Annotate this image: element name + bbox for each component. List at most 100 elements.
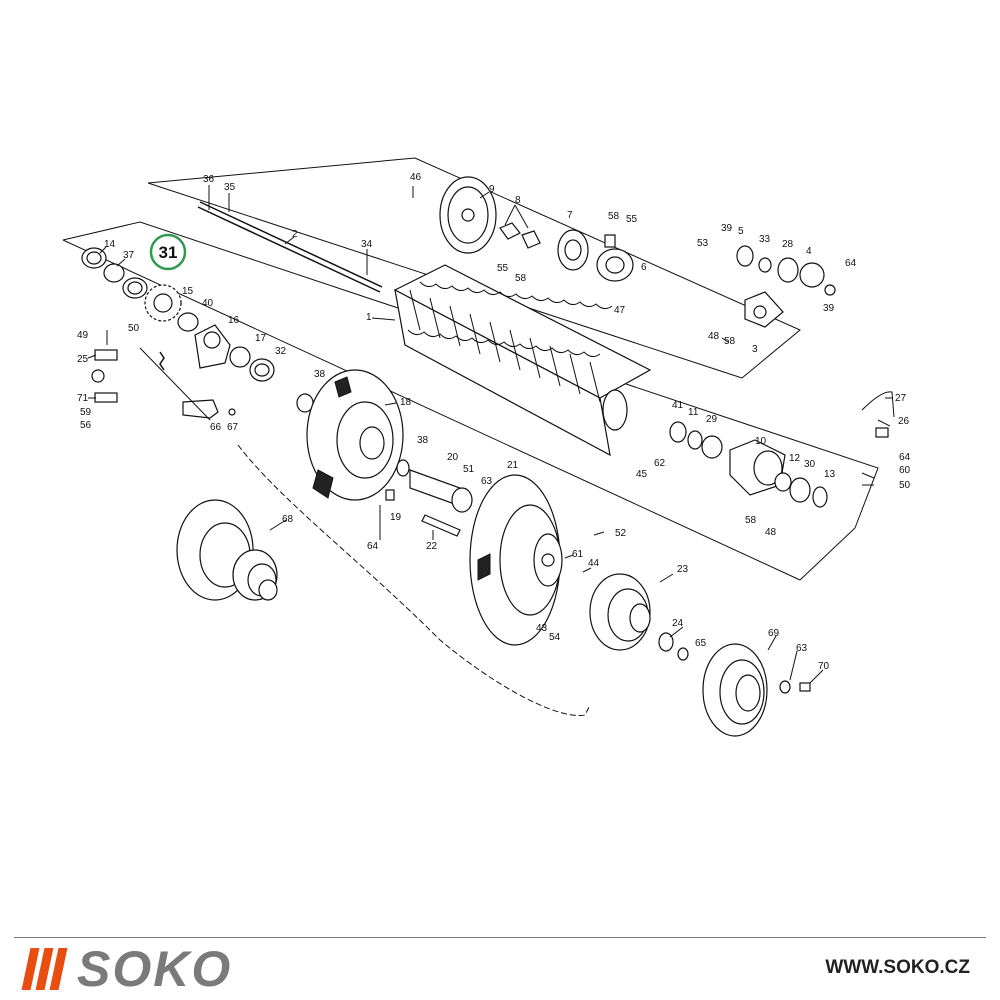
label-part-58d[interactable]: 58 (745, 515, 757, 526)
clutch-disc-21[interactable] (469, 474, 563, 646)
label-part-58b[interactable]: 58 (515, 273, 527, 284)
brand-name: SOKO (77, 941, 233, 997)
label-part-33[interactable]: 33 (759, 234, 771, 245)
label-part-15[interactable]: 15 (182, 286, 194, 297)
label-part-8[interactable]: 8 (515, 195, 521, 206)
label-part-45[interactable]: 45 (636, 469, 648, 480)
label-part-67[interactable]: 67 (227, 422, 239, 433)
shaft-20[interactable] (385, 469, 473, 537)
label-part-39b[interactable]: 39 (823, 303, 835, 314)
label-part-25[interactable]: 25 (77, 354, 89, 365)
pulley-68[interactable] (176, 499, 278, 601)
right-bearing-group-top[interactable] (736, 245, 836, 328)
label-part-64c[interactable]: 64 (899, 452, 911, 463)
label-part-12[interactable]: 12 (789, 453, 801, 464)
label-part-59[interactable]: 59 (80, 407, 92, 418)
rotor-drum[interactable] (393, 264, 652, 457)
label-part-48a[interactable]: 48 (708, 331, 720, 342)
label-part-3[interactable]: 3 (752, 344, 758, 355)
label-part-64a[interactable]: 64 (367, 541, 379, 552)
pulley-9[interactable] (439, 176, 497, 254)
gear-7[interactable] (557, 229, 589, 271)
label-part-19[interactable]: 19 (390, 512, 402, 523)
label-part-30[interactable]: 30 (804, 459, 816, 470)
label-part-52[interactable]: 52 (615, 528, 627, 539)
label-part-5[interactable]: 5 (738, 226, 744, 237)
label-part-11[interactable]: 11 (688, 407, 699, 418)
label-part-69[interactable]: 69 (768, 628, 780, 639)
label-part-13[interactable]: 13 (824, 469, 836, 480)
label-part-58c[interactable]: 58 (724, 336, 736, 347)
label-part-71[interactable]: 71 (77, 393, 89, 404)
label-part-20[interactable]: 20 (447, 452, 459, 463)
part-labels: 14 37 15 40 16 17 32 38 36 35 2 34 1 50 … (77, 172, 911, 672)
bracket-8[interactable] (499, 222, 541, 249)
label-part-36[interactable]: 36 (203, 174, 215, 185)
label-part-50b[interactable]: 50 (899, 480, 911, 491)
label-part-50a[interactable]: 50 (128, 323, 140, 334)
label-part-55a[interactable]: 55 (626, 214, 638, 225)
left-bearing-group[interactable] (81, 247, 314, 413)
label-part-38b[interactable]: 38 (417, 435, 429, 446)
label-part-61[interactable]: 61 (572, 549, 584, 560)
main-shaft[interactable] (197, 201, 383, 293)
label-part-65[interactable]: 65 (695, 638, 707, 649)
label-part-56[interactable]: 56 (80, 420, 92, 431)
label-part-2[interactable]: 2 (292, 229, 298, 240)
label-part-14[interactable]: 14 (104, 239, 116, 250)
label-part-64b[interactable]: 64 (845, 258, 857, 269)
label-part-18[interactable]: 18 (400, 397, 412, 408)
label-part-21[interactable]: 21 (507, 460, 519, 471)
pulley-69[interactable] (702, 643, 811, 737)
hub-6[interactable] (596, 234, 634, 282)
label-part-38a[interactable]: 38 (314, 369, 326, 380)
label-part-70[interactable]: 70 (818, 661, 830, 672)
fan-pulley-18[interactable] (306, 369, 410, 501)
label-part-63a[interactable]: 63 (481, 476, 493, 487)
label-part-68[interactable]: 68 (282, 514, 294, 525)
part-31-highlight[interactable]: 31 (149, 233, 187, 271)
label-part-60[interactable]: 60 (899, 465, 911, 476)
label-part-32[interactable]: 32 (275, 346, 287, 357)
label-part-27[interactable]: 27 (895, 393, 907, 404)
pulley-23[interactable] (589, 573, 689, 661)
label-part-23[interactable]: 23 (677, 564, 689, 575)
label-part-62[interactable]: 62 (654, 458, 666, 469)
label-part-1[interactable]: 1 (366, 312, 372, 323)
right-bearing-group[interactable] (669, 391, 895, 508)
label-part-58a[interactable]: 58 (608, 211, 620, 222)
label-part-29[interactable]: 29 (706, 414, 718, 425)
label-part-35[interactable]: 35 (224, 182, 236, 193)
label-part-41[interactable]: 41 (672, 400, 684, 411)
left-fasteners[interactable] (91, 330, 236, 421)
label-part-37[interactable]: 37 (123, 250, 135, 261)
label-part-28[interactable]: 28 (782, 239, 794, 250)
footer-divider (14, 937, 986, 938)
label-part-16[interactable]: 16 (228, 315, 240, 326)
label-part-49[interactable]: 49 (77, 330, 89, 341)
label-part-44[interactable]: 44 (588, 558, 600, 569)
label-part-39a[interactable]: 39 (721, 223, 733, 234)
label-part-17[interactable]: 17 (255, 333, 267, 344)
label-part-43[interactable]: 43 (536, 623, 548, 634)
label-part-54[interactable]: 54 (549, 632, 561, 643)
label-part-22[interactable]: 22 (426, 541, 438, 552)
label-part-24[interactable]: 24 (672, 618, 684, 629)
label-part-26[interactable]: 26 (898, 416, 910, 427)
label-part-34[interactable]: 34 (361, 239, 373, 250)
label-part-46[interactable]: 46 (410, 172, 422, 183)
label-part-6[interactable]: 6 (641, 262, 647, 273)
label-part-53[interactable]: 53 (697, 238, 709, 249)
label-part-47[interactable]: 47 (614, 305, 626, 316)
label-part-7[interactable]: 7 (567, 210, 573, 221)
label-part-10[interactable]: 10 (755, 436, 767, 447)
label-part-55b[interactable]: 55 (497, 263, 509, 274)
website-link[interactable]: WWW.SOKO.CZ (825, 957, 970, 978)
label-part-4[interactable]: 4 (806, 246, 812, 257)
label-part-51[interactable]: 51 (463, 464, 475, 475)
label-part-9[interactable]: 9 (489, 184, 495, 195)
label-part-48b[interactable]: 48 (765, 527, 777, 538)
label-part-63b[interactable]: 63 (796, 643, 808, 654)
label-part-40[interactable]: 40 (202, 298, 214, 309)
label-part-66[interactable]: 66 (210, 422, 222, 433)
